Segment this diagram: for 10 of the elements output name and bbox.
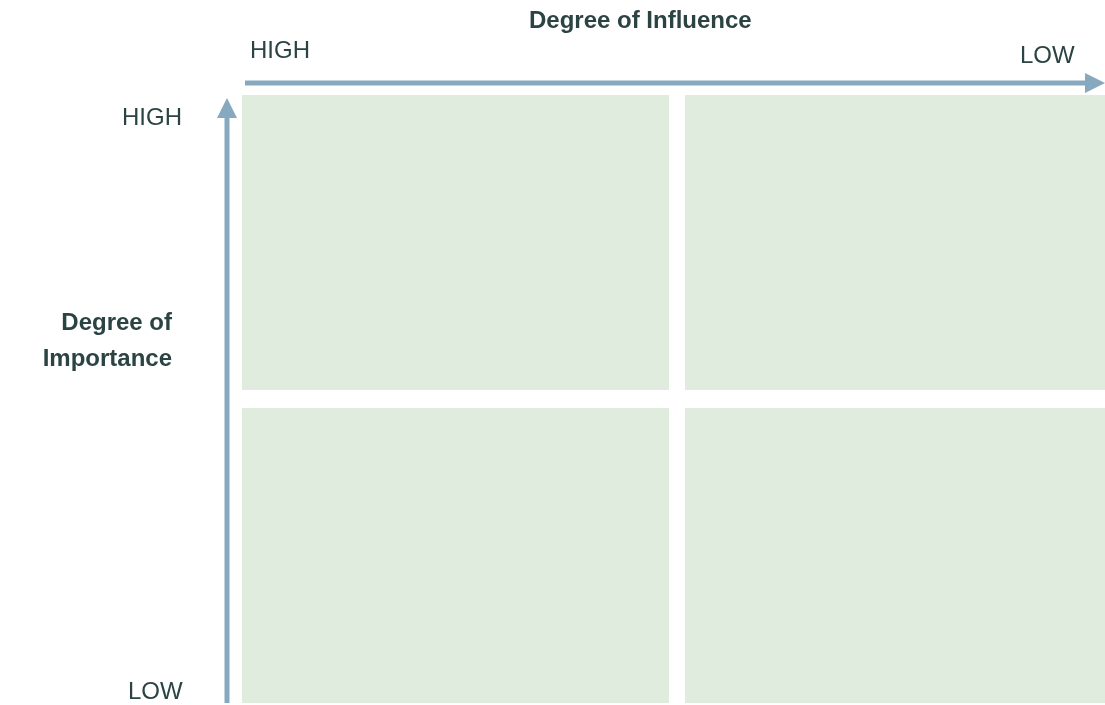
- axis-end-label: HIGH: [122, 102, 182, 131]
- axis-title: Degree of Importance: [41, 307, 172, 373]
- axis-end-label: LOW: [128, 676, 183, 705]
- axis-end-label: LOW: [1020, 40, 1075, 69]
- quadrant-box: [242, 408, 669, 703]
- quadrant-box: [685, 408, 1105, 703]
- quadrant-box: [242, 95, 669, 390]
- axis-end-label: HIGH: [250, 35, 310, 64]
- quadrant-box: [685, 95, 1105, 390]
- axis-title: Degree of Influence: [529, 5, 752, 34]
